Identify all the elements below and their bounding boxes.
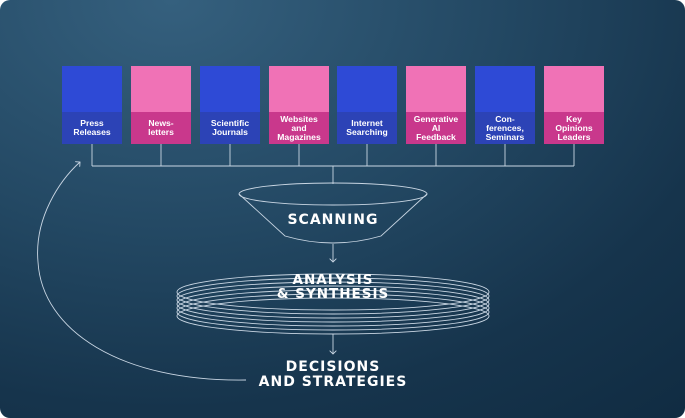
- stage-label-scanning: SCANNING: [287, 212, 379, 228]
- feedback-loop-arrow: [37, 162, 247, 381]
- disc-4: [176, 285, 490, 323]
- funnel-rim: [238, 182, 428, 206]
- disc-2: [176, 277, 490, 315]
- disc-1: [176, 273, 490, 311]
- source-card-websites-magazines: Websites and Magazines: [269, 66, 329, 144]
- disc-7: [176, 297, 490, 335]
- source-card-key-opinion-leaders: Key Opinions Leaders: [544, 66, 604, 144]
- disc-3: [176, 281, 490, 319]
- source-label: Internet Searching: [337, 112, 397, 144]
- source-card-conferences-seminars: Con- ferences, Seminars: [475, 66, 535, 144]
- source-label: Key Opinions Leaders: [544, 112, 604, 144]
- source-card-internet-searching: Internet Searching: [337, 66, 397, 144]
- source-card-newsletters: News- letters: [131, 66, 191, 144]
- disc-6: [176, 293, 490, 331]
- source-label: News- letters: [131, 112, 191, 144]
- source-label: Websites and Magazines: [269, 112, 329, 144]
- source-card-press-releases: Press Releases: [62, 66, 122, 144]
- source-card-generative-ai-feedback: Generative AI Feedback: [406, 66, 466, 144]
- source-label: Scientific Journals: [200, 112, 260, 144]
- stage-label-decisions-strategies: DECISIONS AND STRATEGIES: [258, 359, 408, 390]
- stage-label-analysis-synthesis: ANALYSIS & SYNTHESIS: [276, 272, 390, 302]
- source-card-scientific-journals: Scientific Journals: [200, 66, 260, 144]
- funnel-body: [238, 193, 428, 244]
- source-label: Press Releases: [62, 112, 122, 144]
- source-label: Generative AI Feedback: [406, 112, 466, 144]
- source-label: Con- ferences, Seminars: [475, 112, 535, 144]
- disc-5: [176, 289, 490, 327]
